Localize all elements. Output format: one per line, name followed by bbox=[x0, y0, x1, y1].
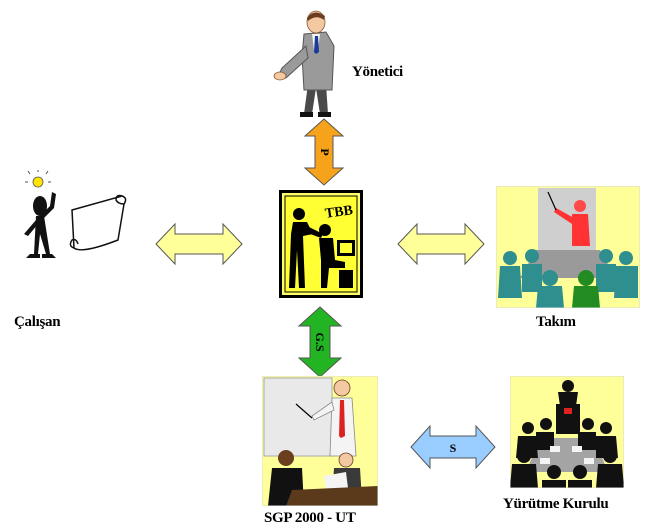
arrow-manager-center-label: P bbox=[318, 148, 332, 155]
arrow-sgp-committee: S bbox=[410, 424, 496, 470]
team-label: Takım bbox=[536, 314, 576, 330]
arrow-center-sgp: G.S bbox=[297, 306, 343, 378]
committee-figure bbox=[510, 376, 624, 488]
center-logo-text: TBB bbox=[324, 203, 354, 222]
center-tbb-figure: TBB bbox=[279, 190, 363, 298]
manager-figure bbox=[268, 6, 358, 118]
team-figure bbox=[496, 186, 640, 308]
manager-label: Yönetici bbox=[352, 64, 403, 80]
arrow-employee-center bbox=[155, 222, 243, 266]
employee-figure bbox=[12, 170, 132, 290]
sgp-label: SGP 2000 - UT bbox=[264, 510, 356, 526]
sgp-figure bbox=[262, 376, 378, 506]
committee-label: Yürütme Kurulu bbox=[503, 496, 609, 512]
arrow-manager-center: P bbox=[303, 118, 345, 186]
arrow-team-center bbox=[397, 222, 485, 266]
arrow-sgp-committee-label: S bbox=[450, 441, 457, 455]
employee-label: Çalışan bbox=[14, 314, 61, 330]
arrow-center-sgp-label: G.S bbox=[313, 332, 327, 351]
